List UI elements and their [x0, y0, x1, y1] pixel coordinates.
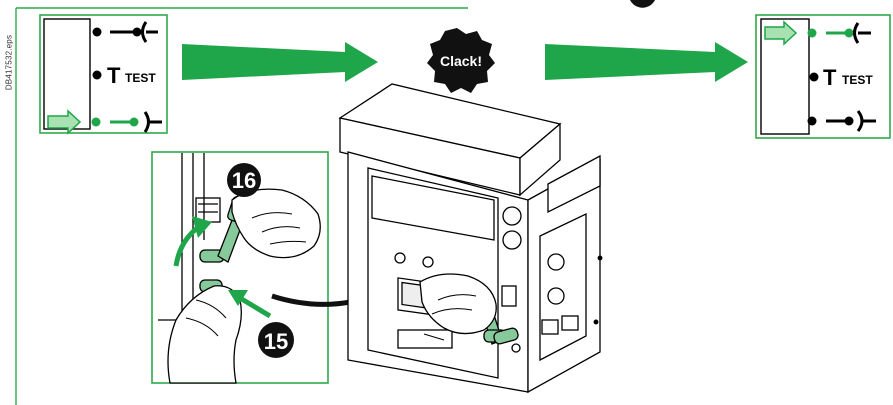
test-label: TEST	[842, 73, 873, 87]
cropped-badge	[630, 0, 655, 8]
step-15-number: 15	[264, 329, 288, 354]
status-panel-left: T TEST	[40, 15, 167, 133]
test-symbol: T	[823, 65, 837, 90]
detail-inset: 16 15	[152, 152, 328, 383]
transition-arrow-right-icon	[545, 42, 748, 82]
connected-position-icon	[93, 22, 159, 42]
circuit-breaker	[340, 84, 602, 392]
test-symbol: T	[107, 63, 121, 88]
clack-burst: Clack!	[427, 28, 495, 93]
disconnected-position-icon	[92, 112, 163, 132]
test-dot	[93, 71, 102, 80]
step-16-number: 16	[232, 168, 256, 193]
transition-arrow-left-icon	[182, 42, 378, 82]
clack-text: Clack!	[440, 53, 482, 69]
test-dot	[810, 73, 819, 82]
disconnected-position-icon	[808, 111, 877, 131]
connected-position-icon	[808, 23, 872, 43]
test-label: TEST	[125, 71, 156, 85]
status-panel-right: T TEST	[756, 15, 890, 138]
